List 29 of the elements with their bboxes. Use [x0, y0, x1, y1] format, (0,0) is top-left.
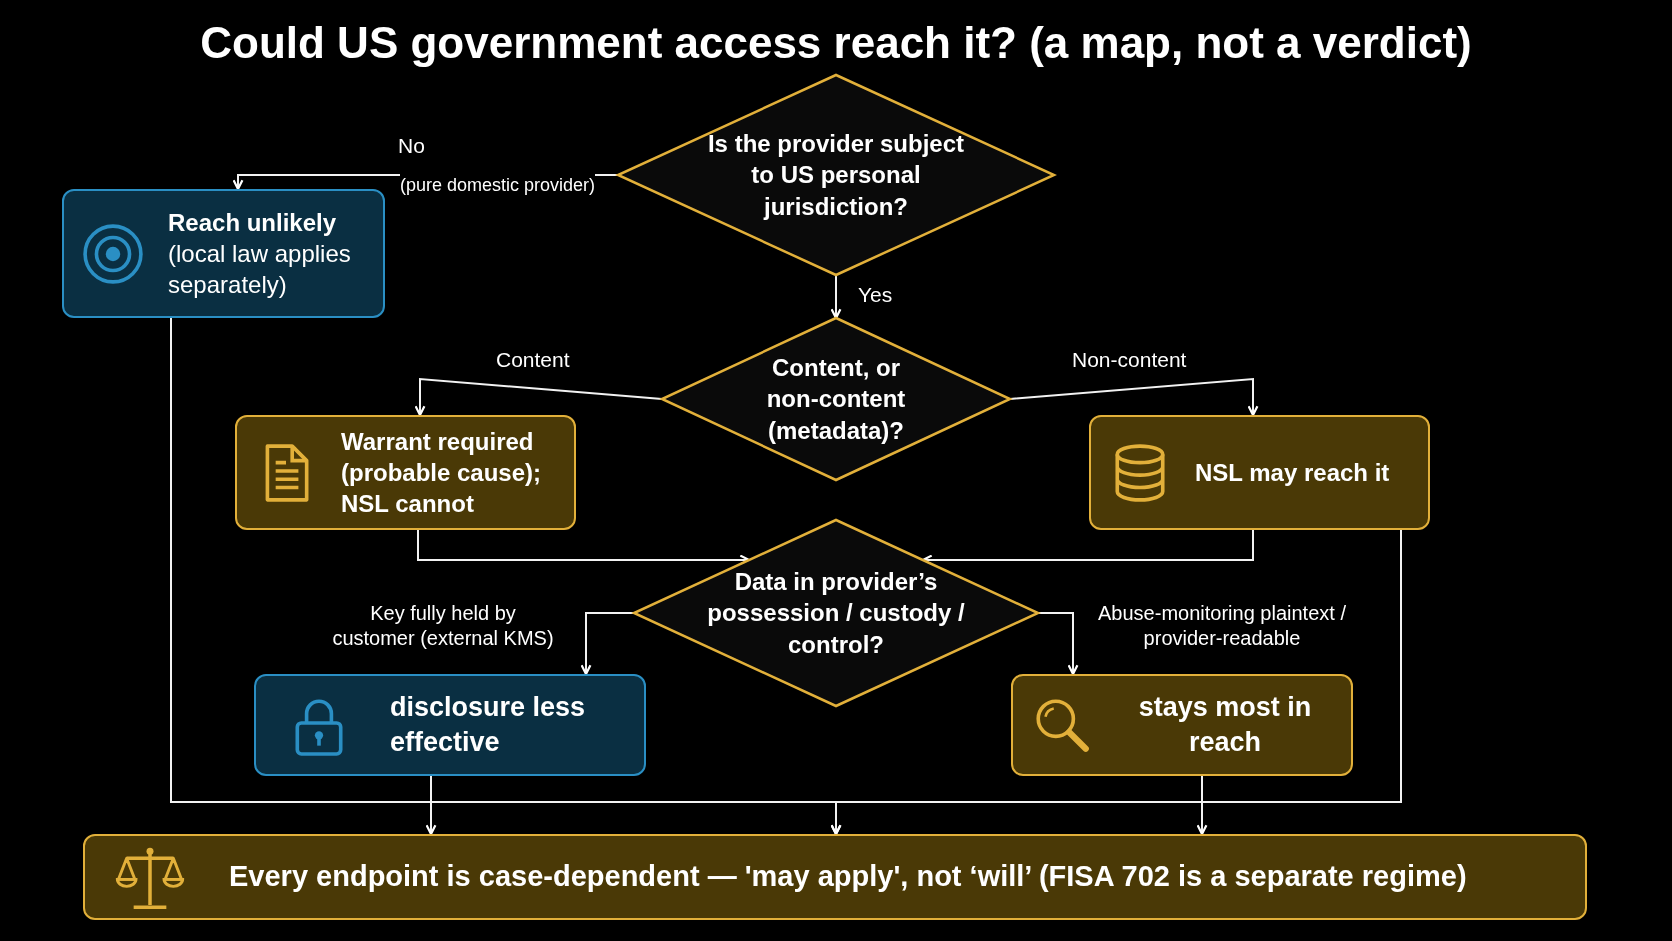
arrow — [425, 775, 437, 836]
decision-text: Is the provider subject to US personal jurisdiction? — [706, 129, 966, 222]
arrow — [580, 612, 635, 676]
arrow — [1196, 775, 1208, 836]
decision-diamond — [618, 75, 1054, 275]
note-text: (pure domestic provider) — [400, 174, 596, 197]
decision-diamond — [634, 520, 1038, 706]
result-box — [83, 834, 1587, 920]
result-box — [1011, 674, 1353, 776]
arrow — [1009, 377, 1259, 417]
result-box — [1089, 415, 1430, 530]
node-text: (local law applies separately) — [168, 238, 352, 301]
node-text: Every endpoint is case-dependent — 'may apply', not ‘will’ (FISA 702 is a separate regime) — [229, 859, 1467, 895]
decision-diamond — [662, 318, 1010, 480]
decision-text: Data in provider’s possession / custody / control? — [706, 567, 966, 660]
result-box — [235, 415, 576, 530]
node-text: stays most in reach — [1137, 690, 1313, 759]
outcome-box — [62, 189, 385, 318]
arrow — [1037, 612, 1079, 676]
arrow — [414, 377, 663, 417]
node-text: Reach unlikely — [168, 207, 338, 238]
node-text: Warrant required (probable cause); NSL cannot — [341, 426, 543, 520]
arrow — [830, 529, 1402, 836]
title: Could US government access reach it? (a map, not a verdict) — [199, 18, 1473, 68]
node-text: NSL may reach it — [1195, 457, 1390, 488]
decision-text: Content, or non-content (metadata)? — [765, 353, 907, 446]
arrow — [830, 274, 842, 320]
node-text: disclosure less effective — [390, 690, 587, 759]
outcome-box — [254, 674, 646, 776]
